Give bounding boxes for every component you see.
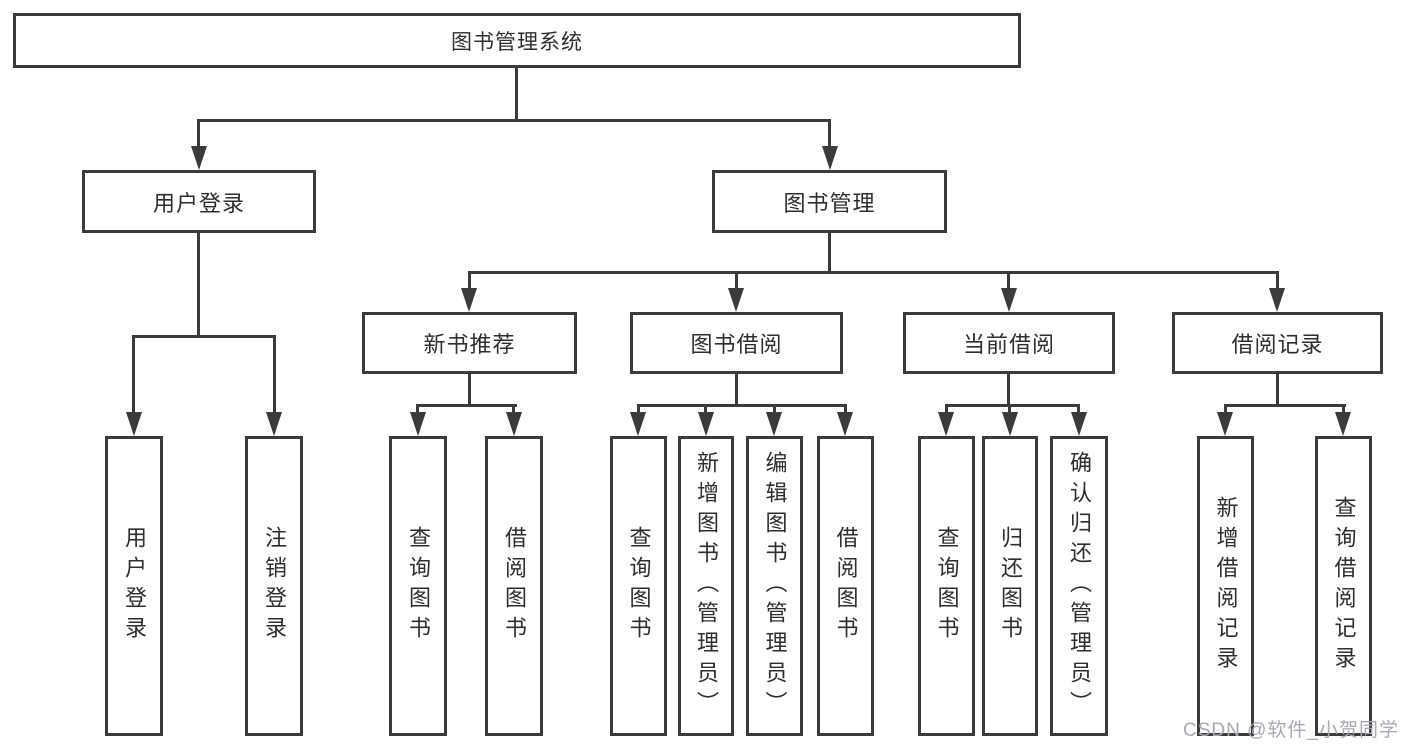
connector-segment xyxy=(273,335,276,413)
arrow-down-icon xyxy=(1001,288,1017,312)
arrow-down-icon xyxy=(126,412,142,436)
arrow-down-icon xyxy=(191,146,207,170)
connector-segment xyxy=(197,119,200,147)
connector-segment xyxy=(1007,372,1010,406)
leaf-add-borrow-record: 新增借阅记录 xyxy=(1197,436,1254,736)
arrow-down-icon xyxy=(766,412,782,436)
connector-segment xyxy=(1276,372,1279,406)
arrow-down-icon xyxy=(728,288,744,312)
connector-segment xyxy=(468,271,471,290)
connector-segment xyxy=(512,404,515,414)
connector-segment xyxy=(132,335,135,413)
connector-segment xyxy=(1342,404,1345,414)
connector-segment xyxy=(468,271,1279,274)
connector-segment xyxy=(828,119,831,147)
leaf-borrow-books-borrowing: 借阅图书 xyxy=(817,436,874,736)
arrow-down-icon xyxy=(837,412,853,436)
arrow-down-icon xyxy=(461,288,477,312)
arrow-down-icon xyxy=(1217,412,1233,436)
leaf-logout: 注销登录 xyxy=(245,436,303,736)
connector-segment xyxy=(945,404,1080,407)
connector-segment xyxy=(1224,404,1227,414)
watermark: CSDN @软件_小贺同学 xyxy=(1183,720,1399,741)
connector-segment xyxy=(416,404,419,414)
arrow-down-icon xyxy=(1071,412,1087,436)
connector-segment xyxy=(1276,271,1279,290)
node-borrowing-records: 借阅记录 xyxy=(1172,312,1383,374)
connector-segment xyxy=(828,231,831,274)
arrow-down-icon xyxy=(266,412,282,436)
node-user-login-branch: 用户登录 xyxy=(82,170,316,233)
arrow-down-icon xyxy=(506,412,522,436)
connector-segment xyxy=(197,119,831,122)
connector-segment xyxy=(1008,404,1011,414)
node-book-borrowing: 图书借阅 xyxy=(630,312,843,374)
arrow-down-icon xyxy=(1269,288,1285,312)
connector-segment xyxy=(704,404,707,414)
leaf-return-book: 归还图书 xyxy=(982,436,1038,736)
arrow-down-icon xyxy=(1002,412,1018,436)
arrow-down-icon xyxy=(822,146,838,170)
connector-segment xyxy=(637,404,640,414)
node-new-book-recommend: 新书推荐 xyxy=(362,312,577,374)
leaf-confirm-return-admin: 确认归还（管理员） xyxy=(1050,436,1108,736)
node-root-library-system: 图书管理系统 xyxy=(13,13,1021,68)
arrow-down-icon xyxy=(938,412,954,436)
leaf-edit-book-admin: 编辑图书（管理员） xyxy=(746,436,803,736)
leaf-user-login: 用户登录 xyxy=(105,436,163,736)
arrow-down-icon xyxy=(410,412,426,436)
leaf-borrow-books-recommend: 借阅图书 xyxy=(485,436,543,736)
arrow-down-icon xyxy=(698,412,714,436)
leaf-query-books-recommend: 查询图书 xyxy=(389,436,447,736)
connector-segment xyxy=(773,404,776,414)
connector-segment xyxy=(637,404,847,407)
node-current-borrowing: 当前借阅 xyxy=(903,312,1115,374)
connector-segment xyxy=(735,372,738,406)
arrow-down-icon xyxy=(630,412,646,436)
node-book-management-branch: 图书管理 xyxy=(712,170,947,233)
leaf-add-book-admin: 新增图书（管理员） xyxy=(678,436,734,736)
connector-segment xyxy=(1077,404,1080,414)
connector-segment xyxy=(132,335,276,338)
connector-segment xyxy=(416,404,517,407)
connector-segment xyxy=(1224,404,1346,407)
connector-segment xyxy=(735,271,738,290)
connector-segment xyxy=(515,66,518,121)
connector-segment xyxy=(844,404,847,414)
connector-segment xyxy=(197,231,200,338)
leaf-query-books-current: 查询图书 xyxy=(918,436,975,736)
leaf-query-books-borrowing: 查询图书 xyxy=(610,436,667,736)
connector-segment xyxy=(1007,271,1010,290)
arrow-down-icon xyxy=(1335,412,1351,436)
connector-segment xyxy=(945,404,948,414)
connector-segment xyxy=(468,372,471,406)
leaf-query-borrow-record: 查询借阅记录 xyxy=(1315,436,1372,736)
